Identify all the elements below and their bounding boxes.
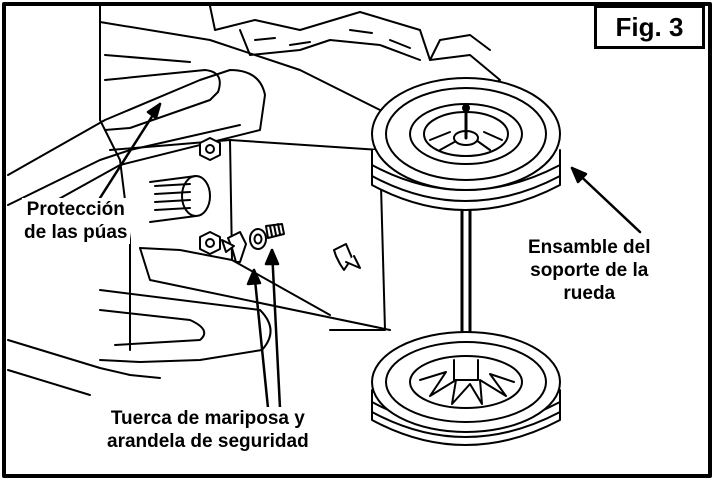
wing-nut-mounted [333, 243, 361, 271]
figure-number-badge: Fig. 3 [594, 5, 705, 49]
lower-tine-guard [7, 289, 272, 396]
upper-tine-guard [7, 54, 266, 216]
lock-washer [249, 228, 267, 250]
label-wing-nut: Tuerca de mariposa y arandela de segurid… [104, 407, 312, 453]
label-tine-guard-line-2: de las púas [24, 222, 128, 243]
arrowhead-wheel-assembly [570, 166, 588, 184]
arrowhead-tine-guard [146, 102, 162, 120]
label-wing-nut-line-1: Tuerca de mariposa y [110, 408, 305, 429]
transmission-housing [99, 5, 391, 351]
arrowhead-lock-washer [264, 248, 280, 266]
hex-nut-lower [199, 231, 221, 255]
callout-arrows [98, 102, 642, 410]
label-wheel-assembly-line-2: soporte de la [530, 260, 649, 281]
arrow-lock-washer [270, 248, 282, 410]
drive-shaft [149, 175, 211, 223]
label-tine-guard-line-1: Protección [26, 199, 125, 220]
hex-nut-upper [199, 137, 221, 161]
lower-wheel [371, 331, 561, 446]
arrowhead-wing-nut [246, 268, 262, 286]
arrow-tine-guard [98, 102, 162, 200]
upper-wheel [371, 77, 561, 211]
label-tine-guard: Protección de las púas [22, 198, 130, 244]
arrow-wing-nut [252, 268, 270, 410]
label-wing-nut-line-2: arandela de seguridad [107, 431, 309, 452]
label-wheel-assembly-line-3: rueda [563, 283, 616, 304]
bolt [265, 223, 285, 239]
arrow-wheel-assembly [570, 166, 642, 234]
label-wheel-assembly: Ensamble del soporte de la rueda [526, 236, 653, 305]
wing-nut [221, 231, 247, 263]
label-wheel-assembly-line-1: Ensamble del [528, 237, 651, 258]
